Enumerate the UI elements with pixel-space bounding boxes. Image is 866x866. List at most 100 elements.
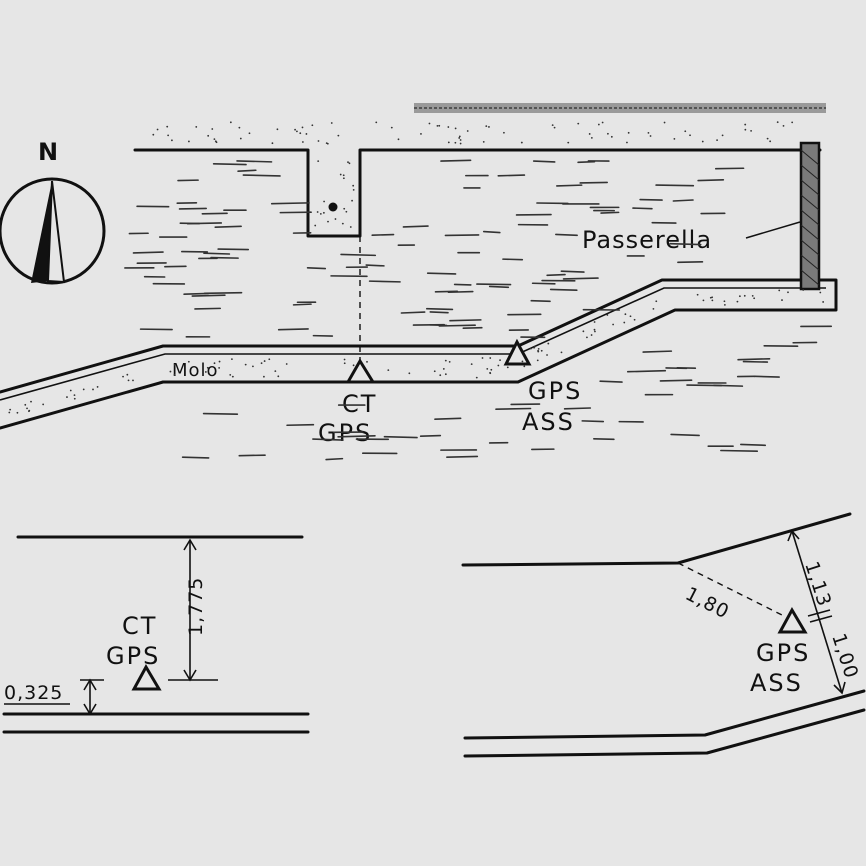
stipple-dot xyxy=(593,328,596,331)
water-wave xyxy=(440,159,472,162)
stipple-dot xyxy=(787,291,789,294)
pier-label: Molo xyxy=(172,360,219,381)
stipple-dot xyxy=(30,400,32,403)
water-wave xyxy=(655,184,695,187)
detail-ass-top-line xyxy=(461,512,852,567)
stipple-dot xyxy=(156,128,159,131)
stipple-texture xyxy=(8,121,825,414)
water-wave xyxy=(238,454,266,457)
stipple-dot xyxy=(586,336,588,339)
stipple-dot xyxy=(444,373,447,376)
stipple-dot xyxy=(750,129,752,132)
water-wave xyxy=(672,199,694,202)
water-wave xyxy=(210,256,239,259)
stipple-dot xyxy=(337,134,340,137)
stipple-dot xyxy=(447,126,450,128)
stipple-dot xyxy=(296,130,298,133)
water-wave xyxy=(203,252,231,255)
stipple-dot xyxy=(390,126,393,129)
stipple-dot xyxy=(553,126,556,129)
stipple-dot xyxy=(263,375,265,378)
stipple-dot xyxy=(649,135,652,137)
stipple-dot xyxy=(647,131,650,134)
footbridge xyxy=(745,141,821,291)
stipple-dot xyxy=(521,360,524,363)
gps-ass-label-line1: GPS xyxy=(528,377,582,405)
stipple-dot xyxy=(489,357,492,359)
stipple-dot xyxy=(92,388,94,391)
stipple-dot xyxy=(122,375,124,378)
stipple-dot xyxy=(213,362,216,365)
stipple-dot xyxy=(488,126,490,128)
stipple-dot xyxy=(263,360,266,362)
stipple-dot xyxy=(738,295,741,298)
stipple-dot xyxy=(366,360,368,363)
stipple-dot xyxy=(490,368,493,371)
stipple-dot xyxy=(231,358,233,361)
water-wave xyxy=(753,375,780,378)
water-wave xyxy=(425,307,454,311)
water-wave xyxy=(488,285,510,289)
water-wave xyxy=(212,163,247,166)
shoreline xyxy=(133,148,822,238)
water-wave xyxy=(453,283,472,286)
detail-ass-dim-upper: 1,13 xyxy=(800,559,835,610)
reference-point xyxy=(328,202,338,212)
stipple-dot xyxy=(343,207,346,210)
water-wave xyxy=(642,350,673,353)
stipple-dot xyxy=(701,140,704,143)
stipple-dot xyxy=(215,141,218,144)
stipple-dot xyxy=(537,350,540,353)
water-wave xyxy=(203,291,243,295)
stipple-dot xyxy=(481,357,484,359)
stipple-dot xyxy=(459,139,462,141)
water-wave xyxy=(626,369,667,373)
stipple-dot xyxy=(470,363,473,366)
stipple-dot xyxy=(489,371,491,374)
stipple-dot xyxy=(397,138,400,141)
stipple-dot xyxy=(169,370,172,373)
water-wave xyxy=(577,160,596,164)
detail-ass-base-line-1 xyxy=(463,689,866,740)
stipple-dot xyxy=(802,289,805,291)
stipple-dot xyxy=(822,301,825,303)
stipple-dot xyxy=(252,365,254,368)
detail-ass-base-line-2 xyxy=(463,708,866,758)
water-wave xyxy=(599,380,623,383)
water-wave xyxy=(183,292,210,296)
stipple-dot xyxy=(316,211,319,213)
water-wave xyxy=(426,272,457,275)
stipple-dot xyxy=(485,125,488,128)
stipple-dot xyxy=(69,389,72,392)
water-wave xyxy=(581,420,605,423)
stipple-dot xyxy=(323,200,325,203)
stipple-dot xyxy=(534,345,536,348)
stipple-dot xyxy=(408,372,411,375)
water-wave xyxy=(720,449,759,453)
stipple-dot xyxy=(711,299,714,302)
stipple-dot xyxy=(8,411,11,414)
water-wave xyxy=(368,280,401,283)
stipple-dot xyxy=(696,293,699,296)
water-wave xyxy=(306,267,327,270)
stipple-dot xyxy=(546,354,548,356)
stipple-dot xyxy=(274,370,277,373)
stipple-dot xyxy=(588,133,591,135)
water-wave xyxy=(502,258,524,261)
water-wave xyxy=(340,253,377,257)
stipple-dot xyxy=(652,307,655,310)
stipple-dot xyxy=(577,122,580,125)
water-wave xyxy=(194,307,222,310)
stipple-dot xyxy=(782,125,785,127)
stipple-dot xyxy=(42,403,45,406)
stipple-dot xyxy=(743,294,746,297)
water-wave xyxy=(292,303,312,306)
stipple-dot xyxy=(475,376,478,379)
stipple-dot xyxy=(458,135,461,138)
stipple-dot xyxy=(560,351,563,354)
north-label: N xyxy=(38,138,58,166)
stipple-dot xyxy=(294,128,296,131)
stipple-dot xyxy=(375,121,378,124)
ct-gps-label-line1: CT xyxy=(342,390,377,418)
stipple-dot xyxy=(590,334,593,336)
